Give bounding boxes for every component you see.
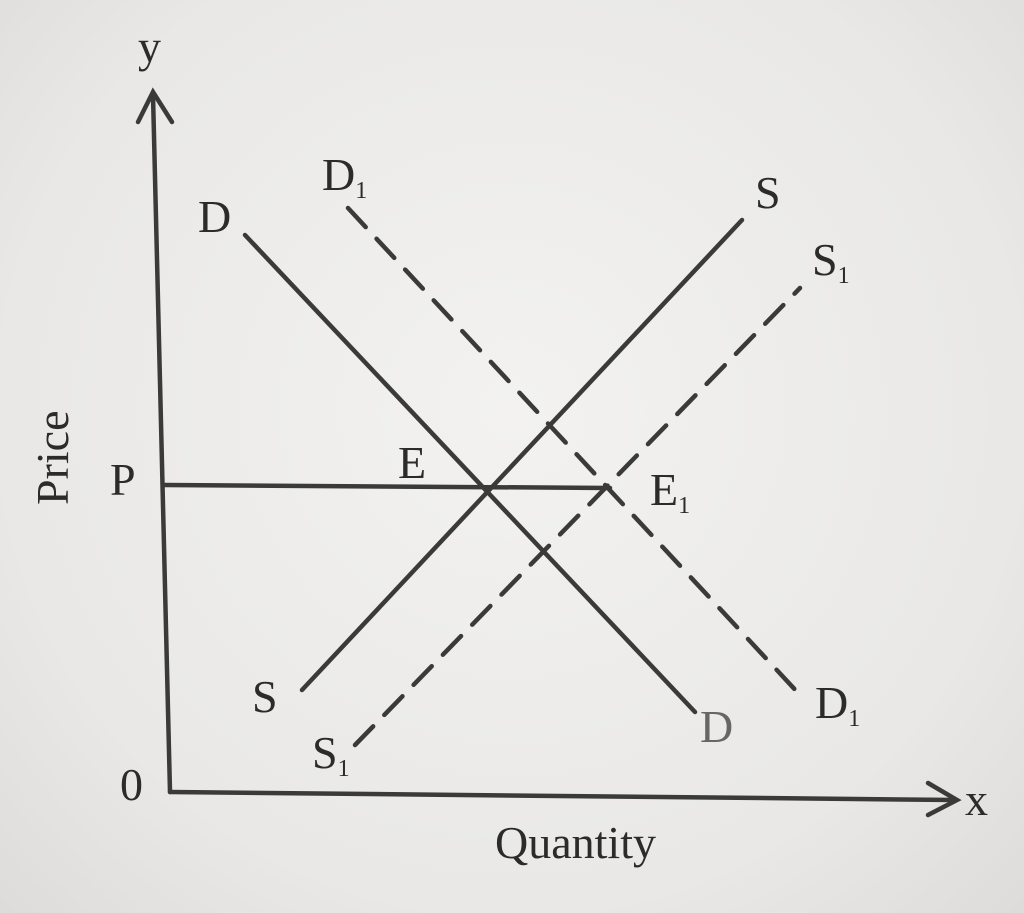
- demand-shifted-curve: [345, 205, 803, 698]
- price-axis-title: Price: [27, 410, 78, 505]
- equilibrium-e1-label: E1: [650, 464, 690, 519]
- y-axis-arrow-icon: [135, 87, 175, 125]
- equilibrium-e-label: E: [398, 437, 426, 488]
- demand-shifted-label-bottom: D1: [815, 677, 860, 732]
- x-axis: [167, 789, 958, 803]
- x-axis-arrow-icon: [925, 780, 962, 818]
- origin-label: 0: [120, 759, 143, 810]
- demand-label-bottom: D: [700, 701, 733, 752]
- y-axis-label: y: [138, 21, 161, 72]
- supply-shifted-label-bottom: S1: [312, 727, 350, 782]
- y-axis: [150, 92, 173, 795]
- quantity-axis-title: Quantity: [495, 817, 656, 868]
- supply-label-top: S: [755, 167, 781, 218]
- x-axis-label: x: [965, 774, 988, 825]
- demand-shifted-label-top: D1: [322, 149, 367, 204]
- supply-shifted-label-top: S1: [812, 234, 850, 289]
- demand-curve: [242, 232, 698, 715]
- demand-label-top: D: [198, 191, 231, 242]
- supply-curve: [299, 217, 745, 693]
- supply-label-bottom: S: [252, 671, 278, 722]
- supply-shifted-curve: [352, 285, 803, 748]
- price-marker-label: P: [110, 454, 136, 505]
- price-line: [162, 482, 613, 491]
